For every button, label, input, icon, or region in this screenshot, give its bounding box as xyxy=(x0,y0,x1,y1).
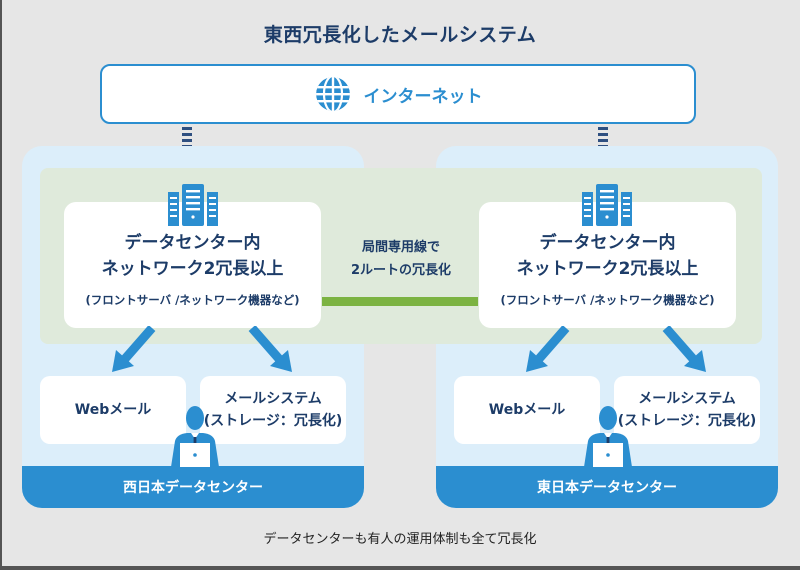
interconnect-line2: 2ルートの冗長化 xyxy=(350,263,452,278)
service-box-webmail-east: Webメール xyxy=(454,376,600,444)
service-sublabel: (ストレージ：冗長化) xyxy=(203,413,343,429)
service-label: Webメール xyxy=(74,402,152,418)
service-label: メールシステム xyxy=(224,391,322,407)
footnote: データセンターも有人の運用体制も全て冗長化 xyxy=(263,532,537,547)
internet-box: インターネット xyxy=(100,64,696,124)
internet-label: インターネット xyxy=(363,86,483,107)
arrow-down-left-icon xyxy=(112,326,156,372)
datacenter-east-label: 東日本データセンター xyxy=(436,466,778,508)
operator-person-icon xyxy=(584,406,632,467)
diagram-title: 東西冗長化したメールシステム xyxy=(263,24,537,46)
service-box-mailsystem-east: メールシステム (ストレージ：冗長化) xyxy=(614,376,760,444)
frame-border-bottom xyxy=(0,566,800,570)
network-title-line2: ネットワーク2冗長以上 xyxy=(101,259,284,279)
network-title-line1: データセンター内 xyxy=(124,233,261,253)
service-box-webmail-west: Webメール xyxy=(40,376,186,444)
service-label: メールシステム xyxy=(638,391,736,407)
server-icon xyxy=(168,184,218,226)
service-label: Webメール xyxy=(488,402,566,418)
network-title-line2: ネットワーク2冗長以上 xyxy=(516,259,699,279)
arrow-down-right-icon xyxy=(662,326,706,372)
network-subtitle: (フロントサーバ /ネットワーク機器など) xyxy=(85,293,300,307)
arrow-down-right-icon xyxy=(248,326,292,372)
dedicated-line-connector xyxy=(322,297,478,306)
service-box-mailsystem-west: メールシステム (ストレージ：冗長化) xyxy=(200,376,346,444)
frame-border-left xyxy=(0,0,2,570)
interconnect-line1: 局間専用線で xyxy=(361,240,440,255)
network-title-line1: データセンター内 xyxy=(539,233,676,253)
operator-person-icon xyxy=(171,406,219,467)
arrow-down-left-icon xyxy=(526,326,570,372)
network-subtitle: (フロントサーバ /ネットワーク機器など) xyxy=(500,293,715,307)
server-icon xyxy=(582,184,632,226)
service-sublabel: (ストレージ：冗長化) xyxy=(617,413,757,429)
globe-icon xyxy=(315,77,350,111)
interconnect-label: 局間専用線で 2ルートの冗長化 xyxy=(328,236,474,282)
datacenter-west-label: 西日本データセンター xyxy=(22,466,364,508)
